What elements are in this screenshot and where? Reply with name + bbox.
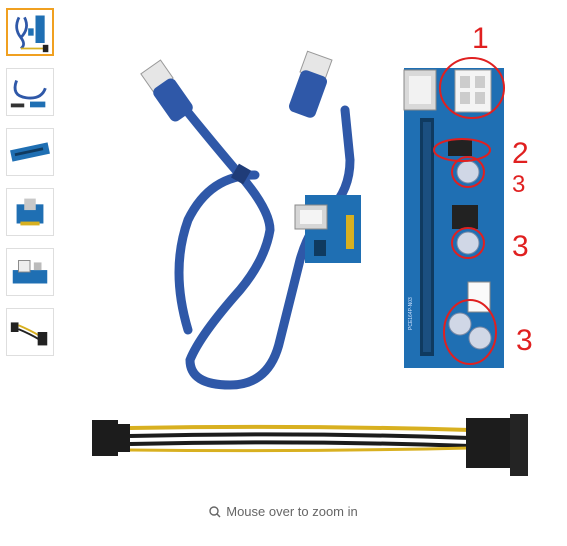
riser-board: PCE164P-N03 [403, 68, 504, 368]
annotation-label-1: 1 [472, 22, 489, 55]
annotation-label-3a: 3 [512, 171, 525, 198]
main-product-image[interactable]: PCE164P-N03 1 2 3 3 3 [70, 0, 567, 500]
thumbnail-5[interactable] [6, 248, 54, 296]
thumbnail-1[interactable] [6, 8, 54, 56]
annotation-marks [433, 57, 505, 365]
thumbnail-4[interactable] [6, 188, 54, 236]
thumbnail-2[interactable] [6, 68, 54, 116]
thumbnail-3[interactable] [6, 128, 54, 176]
adapter-board-thumb-icon [16, 198, 44, 226]
thumbnail-6[interactable] [6, 308, 54, 356]
annotation-label-3b: 3 [512, 230, 529, 263]
product-illustration: PCE164P-N03 1 2 3 3 3 [92, 22, 533, 476]
usb-cable-thumb-icon [10, 79, 47, 108]
sata-power-cable [92, 414, 528, 476]
power-connector-thumb-icon [12, 260, 48, 284]
riser-board-thumb-icon [10, 142, 50, 162]
zoom-hint-label: Mouse over to zoom in [226, 504, 358, 519]
riser-kit-thumb-icon [15, 15, 49, 53]
usb-adapter-board [294, 195, 361, 263]
sata-cable-thumb-icon [10, 322, 48, 346]
search-icon [209, 505, 221, 518]
annotation-label-2: 2 [512, 137, 529, 170]
zoom-hint: Mouse over to zoom in [0, 504, 567, 519]
pcb-label: PCE164P-N03 [408, 297, 414, 330]
annotation-label-3c: 3 [516, 324, 533, 357]
